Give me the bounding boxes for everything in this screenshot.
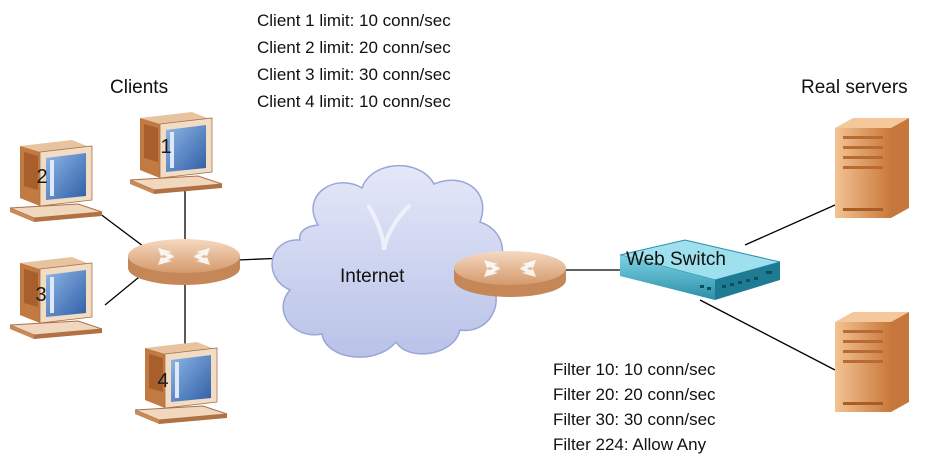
web-switch-label: Web Switch bbox=[626, 249, 726, 270]
client-2-number: 2 bbox=[36, 166, 47, 188]
internet-cloud-icon bbox=[271, 164, 504, 358]
client-limit-3: Client 3 limit: 30 conn/sec bbox=[257, 65, 451, 84]
client-limit-1: Client 1 limit: 10 conn/sec bbox=[257, 11, 451, 30]
filter-2: Filter 20: 20 conn/sec bbox=[553, 385, 716, 404]
internet-label: Internet bbox=[340, 266, 405, 287]
filter-4: Filter 224: Allow Any bbox=[553, 435, 707, 454]
filter-1: Filter 10: 10 conn/sec bbox=[553, 360, 716, 379]
filters-list: Filter 10: 10 conn/sec Filter 20: 20 con… bbox=[553, 360, 716, 454]
client-1-computer-icon bbox=[129, 111, 223, 195]
real-server-2-icon bbox=[835, 312, 909, 412]
link-switch-server2 bbox=[699, 299, 836, 371]
link-switch-server1 bbox=[744, 204, 836, 246]
client-3-number: 3 bbox=[35, 284, 46, 306]
real-server-1-icon bbox=[835, 118, 909, 218]
client-router-icon bbox=[128, 239, 240, 285]
clients-label: Clients bbox=[110, 77, 168, 98]
client-4-number: 4 bbox=[157, 370, 168, 392]
client-4-computer-icon bbox=[134, 341, 228, 425]
real-servers-label: Real servers bbox=[801, 77, 908, 98]
client-limit-2: Client 2 limit: 20 conn/sec bbox=[257, 38, 451, 57]
edge-router-icon bbox=[454, 251, 566, 297]
client-3-computer-icon bbox=[9, 256, 103, 340]
client-2-computer-icon bbox=[9, 139, 103, 223]
filter-3: Filter 30: 30 conn/sec bbox=[553, 410, 716, 429]
client-limits-list: Client 1 limit: 10 conn/sec Client 2 lim… bbox=[257, 11, 451, 111]
web-switch-icon bbox=[619, 239, 781, 300]
client-1-number: 1 bbox=[160, 136, 171, 158]
client-limit-4: Client 4 limit: 10 conn/sec bbox=[257, 92, 451, 111]
